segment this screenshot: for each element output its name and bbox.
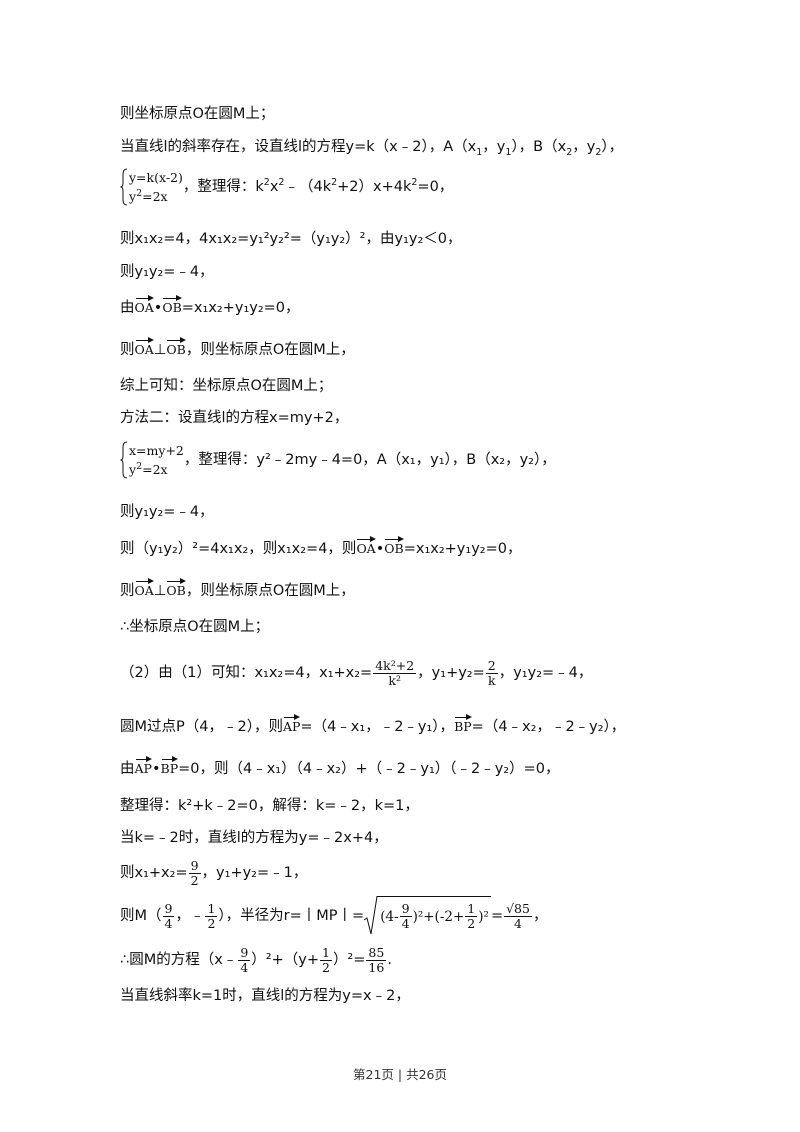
vector-ob: OB <box>384 536 405 555</box>
text-line: 则y₁y₂=﹣4， <box>120 264 214 280</box>
vector-ap: AP <box>283 714 301 733</box>
text-line: 则（y₁y₂）²=4x₁x₂，则x₁x₂=4，则OA•OB=x₁x₂+y₁y₂=… <box>120 536 770 559</box>
text-line: 则OA⊥OB，则坐标原点O在圆M上， <box>120 337 770 360</box>
vector-oa: OA <box>135 295 155 314</box>
vector-oa: OA <box>135 578 155 597</box>
text-line: 当k=﹣2时，直线l的方程为y=﹣2x+4， <box>120 830 388 846</box>
text-line: 当直线l的斜率存在，设直线l的方程y=k（x﹣2），A（x1，y1），B（x2，… <box>120 139 624 158</box>
vector-oa: OA <box>135 337 155 356</box>
text-line: 整理得：k²+k﹣2=0，解得：k=﹣2，k=1， <box>120 798 419 814</box>
vector-ap: AP <box>135 756 153 775</box>
vector-ob: OB <box>166 337 187 356</box>
equation-system: y=k(x-2) y2=2x <box>120 168 183 206</box>
vector-oa: OA <box>356 536 377 555</box>
text-line: 则y₁y₂=﹣4， <box>120 504 214 520</box>
text-line: 综上可知：坐标原点O在圆M上； <box>120 378 333 394</box>
equation-system-2: x=my+2 y2=2x ，整理得：y²﹣2my﹣4=0，A（x₁，y₁），B（… <box>120 441 770 485</box>
text-line: 则x₁x₂=4，4x₁x₂=y₁²y₂²=（y₁y₂）²，由y₁y₂＜0， <box>120 231 462 247</box>
text-line: 当直线斜率k=1时，直线l的方程为y=x﹣2， <box>120 988 410 1004</box>
text-line: 圆M过点P（4，﹣2），则AP=（4﹣x₁，﹣2﹣y₁），BP=（4﹣x₂，﹣2… <box>120 714 770 737</box>
vector-bp: BP <box>161 756 178 775</box>
brace-icon <box>120 441 128 479</box>
vector-ob: OB <box>162 295 183 314</box>
equation-system: x=my+2 y2=2x <box>120 441 184 479</box>
vector-ob: OB <box>166 578 187 597</box>
page-footer: 第21页 | 共26页 <box>353 1067 447 1082</box>
text-line: ∴坐标原点O在圆M上； <box>120 619 270 635</box>
text-line: 则OA⊥OB，则坐标原点O在圆M上， <box>120 578 770 601</box>
equation-system-1: y=k(x-2) y2=2x ，整理得：k2x2﹣（4k2+2）x+4k2=0， <box>120 168 770 212</box>
text-line: 由AP•BP=0，则（4﹣x₁）（4﹣x₂）+（﹣2﹣y₁）（﹣2﹣y₂）=0， <box>120 756 770 779</box>
text-line: 则坐标原点O在圆M上； <box>120 106 275 122</box>
radical-sign-icon <box>364 896 379 935</box>
text-line: 由OA•OB=x₁x₂+y₁y₂=0， <box>120 295 770 318</box>
text-line: 方法二：设直线l的方程x=my+2， <box>120 410 349 426</box>
brace-icon <box>120 168 128 206</box>
vector-bp: BP <box>454 714 472 733</box>
